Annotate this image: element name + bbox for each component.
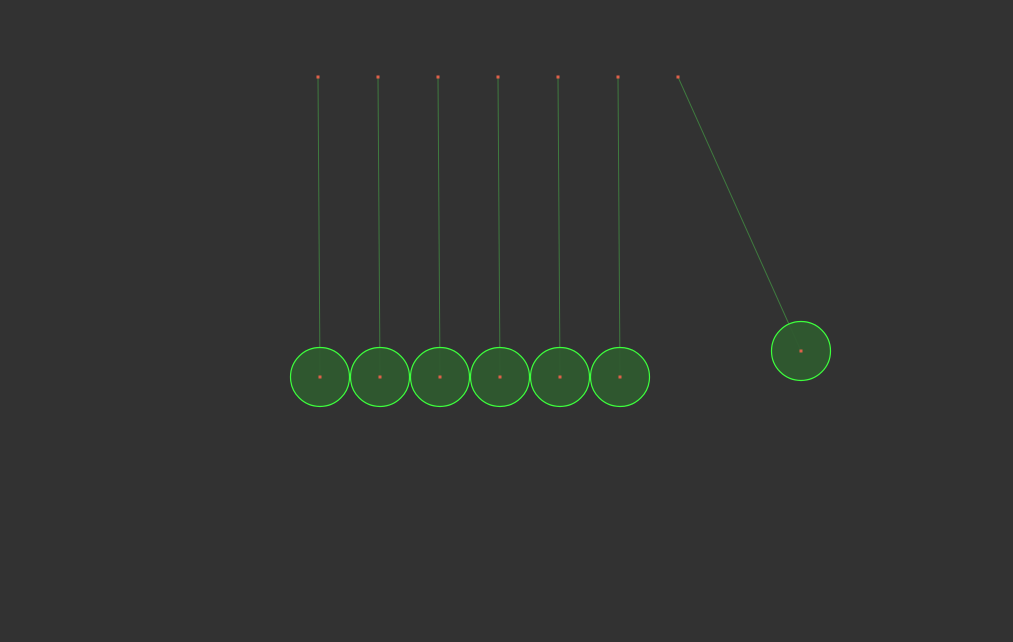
pendulum-rope [617,76,621,378]
pendulum-group[interactable] [289,75,832,408]
pivot-anchor[interactable] [376,75,380,79]
ball-center-marker [558,375,562,379]
ball-center-marker [378,375,382,379]
pendulum-6[interactable] [589,75,651,408]
ball-center-marker [438,375,442,379]
ball-center-marker [618,375,622,379]
pendulum-2[interactable] [349,75,411,408]
pendulum-rope [677,76,802,352]
ball-center-marker [799,349,803,353]
pendulum-1[interactable] [289,75,351,408]
pendulum-3[interactable] [409,75,471,408]
pendulum-rope [377,76,381,378]
pendulum-7[interactable] [676,75,832,382]
pivot-anchor[interactable] [676,75,680,79]
pivot-anchor[interactable] [616,75,620,79]
pivot-anchor[interactable] [436,75,440,79]
pendulum-rope [497,76,501,378]
pivot-anchor[interactable] [556,75,560,79]
pivot-anchor[interactable] [316,75,320,79]
ball-center-marker [498,375,502,379]
pendulum-4[interactable] [469,75,531,408]
pendulum-rope [557,76,561,378]
ball-center-marker [318,375,322,379]
pendulum-rope [437,76,441,378]
pendulum-rope [317,76,321,378]
pendulum-5[interactable] [529,75,591,408]
pivot-anchor[interactable] [496,75,500,79]
